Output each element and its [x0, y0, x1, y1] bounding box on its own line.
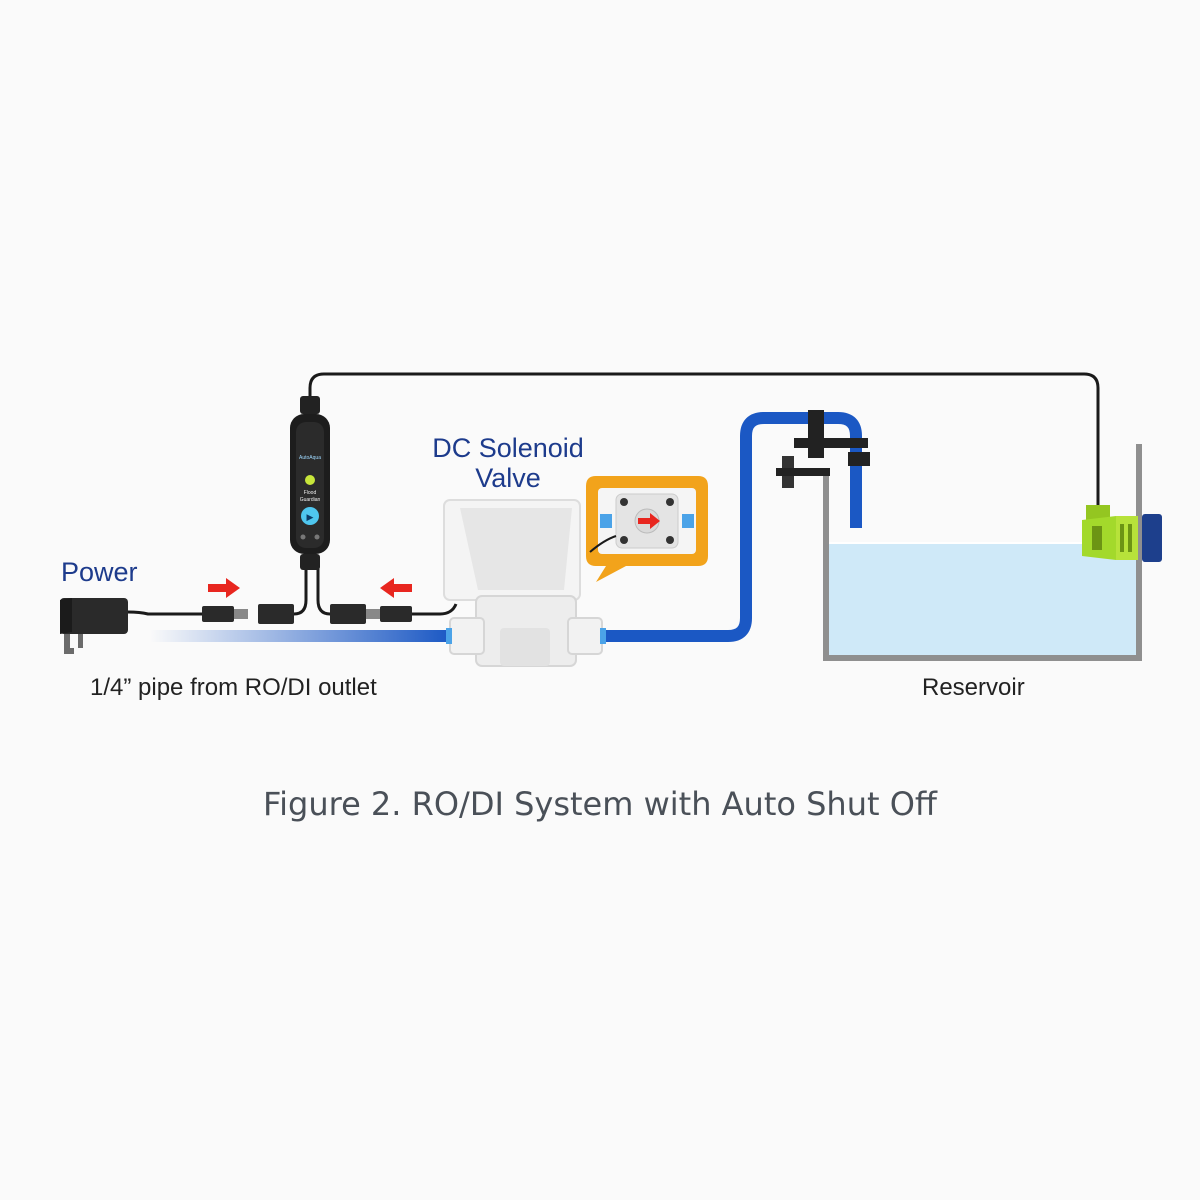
valve-label-line2: Valve	[475, 462, 541, 493]
valve-cable	[412, 603, 458, 616]
outlet-pipe	[585, 412, 862, 642]
reservoir-tank	[823, 444, 1142, 661]
controller-model-line2: Guardian	[300, 497, 321, 503]
power-adapter-icon	[60, 598, 128, 654]
flood-guardian-controller-icon: ▶	[290, 396, 330, 570]
valve-label-line1: DC Solenoid	[432, 433, 584, 463]
dc-plug-right	[366, 606, 412, 622]
water-level-sensor-icon	[1082, 505, 1162, 562]
red-arrow-icon	[638, 513, 660, 529]
figure-caption: Figure 2. RO/DI System with Auto Shut Of…	[263, 785, 937, 823]
power-cable	[127, 610, 212, 616]
controller-button	[301, 507, 319, 525]
dc-plug-left	[202, 606, 248, 622]
controller-brand: AutoAqua	[299, 455, 321, 461]
pipe-clip	[776, 410, 870, 488]
red-arrow-icon	[380, 578, 412, 598]
sensor-cable	[308, 372, 1100, 505]
controller-model-line1: Flood	[304, 490, 317, 496]
red-arrow-icon	[208, 578, 240, 598]
svg-text:▶: ▶	[307, 513, 314, 523]
solenoid-valve-icon	[443, 499, 606, 667]
power-label: Power	[61, 557, 138, 587]
status-led	[305, 475, 315, 485]
dc-jack-right	[330, 604, 366, 624]
pipe-label: 1/4” pipe from RO/DI outlet	[90, 674, 377, 701]
dc-jack-left	[258, 604, 294, 624]
reservoir-water	[829, 543, 1137, 656]
controller-split-cable	[293, 568, 331, 616]
reservoir-label: Reservoir	[922, 674, 1025, 701]
valve-label: DC Solenoid Valve	[408, 433, 608, 493]
inlet-pipe	[150, 630, 450, 642]
